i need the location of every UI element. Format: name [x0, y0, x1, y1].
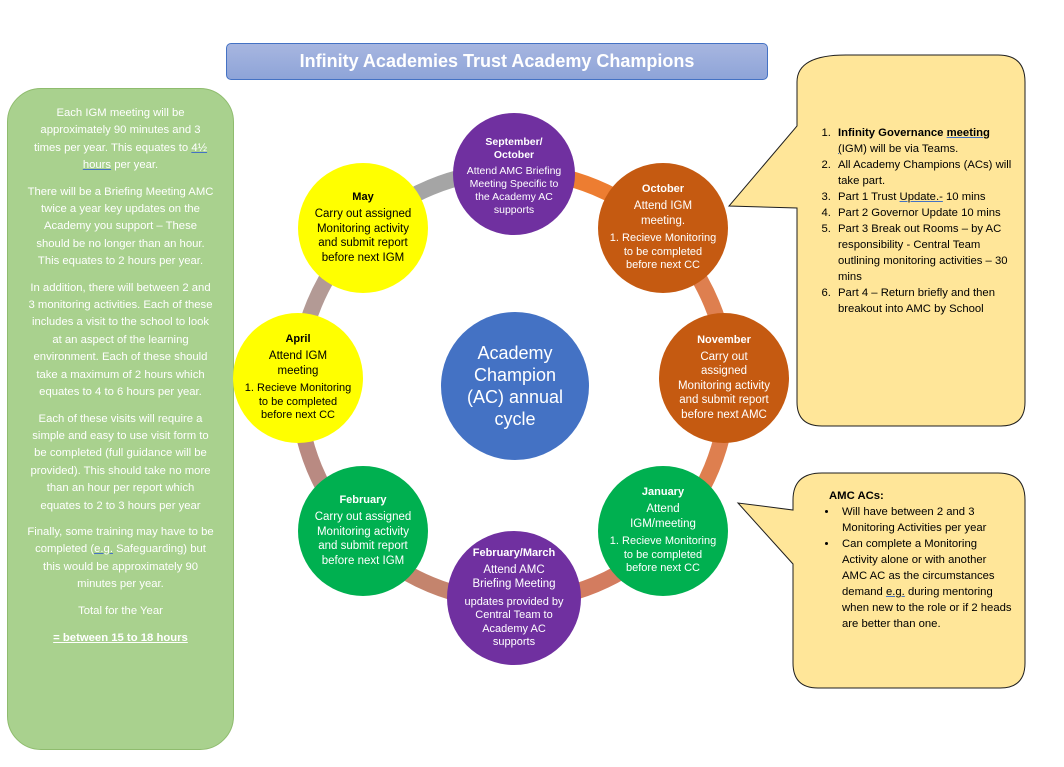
- igm-callout-text: Infinity Governance meeting (IGM) will b…: [812, 125, 1012, 317]
- amc-callout-heading: AMC ACs:: [829, 490, 884, 502]
- step-action: 1. Recieve Monitoring to be completed be…: [244, 382, 352, 422]
- cycle-step-november: November Carry out assigned Monitoring a…: [659, 313, 789, 443]
- step-month: November: [697, 333, 751, 346]
- title-text: Infinity Academies Trust Academy Champio…: [299, 51, 695, 71]
- step-description: Attend IGM meeting: [268, 350, 328, 377]
- amc-underlined-text: e.g.: [885, 586, 905, 598]
- step-description: Carry out assigned Monitoring activity a…: [314, 208, 412, 264]
- agenda-text: IGM) will be via Teams.: [841, 143, 959, 155]
- cycle-step-january: January Attend IGM/meeting 1. Recieve Mo…: [598, 466, 728, 596]
- step-month: May: [352, 191, 374, 203]
- time-commitment-panel: Each IGM meeting will be approximately 9…: [7, 88, 234, 750]
- panel-paragraph-monitoring: In addition, there will between 2 and 3 …: [28, 281, 213, 399]
- igm-agenda-item: Part 3 Break out Rooms – by AC responsib…: [834, 221, 1012, 285]
- agenda-underlined-text: Update.-: [899, 191, 943, 203]
- amc-bullet-item: Will have between 2 and 3 Monitoring Act…: [838, 504, 1012, 536]
- amc-text: Can complete a Monitoring Activity alone…: [842, 538, 995, 598]
- panel-underlined-text: e.g.: [94, 543, 113, 556]
- step-action: 1. Recieve Monitoring to be completed be…: [609, 535, 717, 575]
- step-description: Attend AMC Briefing Meeting: [472, 563, 556, 591]
- panel-total-value: = between 15 to 18 hours: [53, 631, 188, 644]
- igm-agenda-item: Part 4 – Return briefly and then breakou…: [834, 285, 1012, 317]
- step-description: Carry out assigned Monitoring activity a…: [677, 350, 771, 421]
- step-month: February: [339, 494, 387, 506]
- amc-bullet-item: Can complete a Monitoring Activity alone…: [838, 536, 1012, 632]
- igm-callout-bubble: [727, 54, 1026, 427]
- step-month: January: [641, 486, 685, 499]
- amc-callout-text: AMC ACs: Will have between 2 and 3 Monit…: [812, 488, 1012, 632]
- panel-paragraph-visit-form: Each of these visits will require a simp…: [30, 412, 211, 512]
- agenda-underlined-text: (: [838, 143, 842, 155]
- igm-agenda-item: Infinity Governance meeting (IGM) will b…: [834, 125, 1012, 157]
- cycle-step-may: May Carry out assigned Monitoring activi…: [298, 163, 428, 293]
- igm-agenda-item: All Academy Champions (ACs) will take pa…: [834, 157, 1012, 189]
- amc-callout-bubble: [736, 472, 1026, 689]
- cycle-step-april: April Attend IGM meeting 1. Recieve Moni…: [233, 313, 363, 443]
- step-month: October: [641, 183, 685, 196]
- agenda-text: Part 1 Trust: [838, 191, 900, 203]
- step-month: April: [285, 333, 311, 346]
- panel-underlined-text: 4½ hours: [82, 141, 208, 172]
- igm-agenda-item: Part 2 Governor Update 10 mins: [834, 205, 1012, 221]
- agenda-text: 10 mins: [942, 191, 986, 203]
- step-action: updates provided by Central Team to Acad…: [464, 595, 564, 649]
- panel-text: per year.: [111, 159, 159, 172]
- amc-bullet-list: Will have between 2 and 3 Monitoring Act…: [812, 504, 1012, 632]
- step-action: 1. Recieve Monitoring to be completed be…: [609, 232, 717, 272]
- panel-paragraph-briefing: There will be a Briefing Meeting AMC twi…: [27, 185, 214, 268]
- cycle-step-feb-mar: February/March Attend AMC Briefing Meeti…: [447, 531, 581, 665]
- igm-agenda-list: Infinity Governance meeting (IGM) will b…: [812, 125, 1012, 317]
- panel-paragraph-igm: Each IGM meeting will be approximately 9…: [26, 105, 215, 175]
- step-month: September/ October: [485, 135, 543, 161]
- cycle-step-february: February Carry out assigned Monitoring a…: [298, 466, 428, 596]
- step-description: Attend IGM/meeting: [630, 503, 696, 530]
- panel-text: Each IGM meeting will be approximately 9…: [33, 107, 201, 154]
- step-month: February/March: [472, 546, 556, 559]
- center-label: Academy Champion (AC) annual cycle: [466, 343, 564, 429]
- panel-text: Safeguarding) but this would be approxim…: [42, 543, 206, 591]
- panel-text: Finally, some training may have to be co…: [27, 525, 214, 556]
- step-description: Attend AMC Briefing Meeting Specific to …: [466, 164, 562, 216]
- center-circle: Academy Champion (AC) annual cycle: [441, 312, 589, 460]
- panel-paragraph-training: Finally, some training may have to be co…: [26, 524, 215, 594]
- step-description: Carry out assigned Monitoring activity a…: [314, 511, 412, 567]
- amc-text: during mentoring when new to the role or…: [842, 586, 1012, 630]
- panel-total-label: Total for the Year: [78, 604, 163, 617]
- agenda-bold-text: Infinity Governance: [838, 127, 947, 139]
- cycle-step-october: October Attend IGM meeting. 1. Recieve M…: [598, 163, 728, 293]
- step-description: Attend IGM meeting.: [633, 200, 693, 227]
- page-title: Infinity Academies Trust Academy Champio…: [226, 43, 768, 80]
- igm-agenda-item: Part 1 Trust Update.- 10 mins: [834, 189, 1012, 205]
- agenda-bold-underlined-text: meeting: [946, 127, 990, 139]
- cycle-step-sep-oct: September/ October Attend AMC Briefing M…: [453, 113, 575, 235]
